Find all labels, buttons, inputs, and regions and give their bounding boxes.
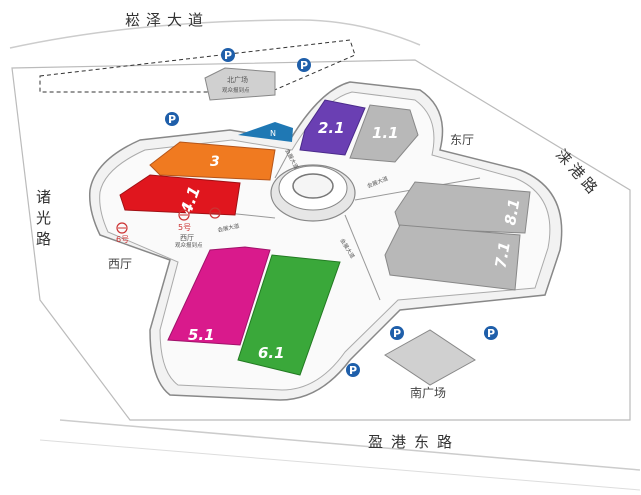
parking-letter: P (224, 49, 232, 62)
site-boundary (11, 59, 631, 421)
hall-5-1-label: 5.1 (188, 326, 215, 344)
parking-icon-3[interactable]: P (165, 112, 179, 126)
hall-8-1[interactable] (394, 181, 531, 234)
parking-icon-2[interactable]: P (297, 58, 311, 72)
west-hall-area-label: 西厅 (108, 257, 132, 271)
north-parking-outline (39, 39, 356, 93)
parking-icon-5[interactable]: P (484, 326, 498, 340)
hall-8-1-label: 8.1 (501, 197, 523, 226)
hall-1-1[interactable] (349, 104, 419, 163)
road-north: 崧泽大道 (125, 11, 209, 29)
metro-icon-3 (209, 207, 221, 219)
south-plaza[interactable]: 南广场 (384, 329, 476, 400)
hall-3-label: 3 (210, 154, 220, 170)
parking-letter: P (393, 327, 401, 340)
parking-icon-4[interactable]: P (390, 326, 404, 340)
hall-7-1-label: 7.1 (491, 240, 513, 269)
road-south: 盈港东路 (368, 433, 460, 451)
metro-5-label: 5号 (178, 223, 191, 232)
hall-1-1-label: 1.1 (372, 124, 399, 142)
roundabout (270, 164, 356, 222)
north-arrow (238, 122, 293, 142)
west-hall-sub: 观众报到点 (175, 241, 203, 249)
hall-6-1[interactable] (237, 254, 341, 376)
south-road-edge (59, 419, 641, 471)
hall-7-1[interactable] (384, 224, 521, 291)
east-hall-area-label: 东厅 (450, 133, 474, 147)
north-plaza-sub: 观众报到点 (222, 86, 250, 94)
north-plaza-title: 北广场 (227, 75, 248, 84)
parking-letter: P (487, 327, 495, 340)
north-arrow-label: N (270, 129, 276, 138)
hall-6-1-label: 6.1 (258, 344, 285, 362)
parking-letter: P (168, 113, 176, 126)
road-west: 诸 光 路 (36, 188, 51, 248)
south-road-edge-2 (39, 439, 641, 491)
south-plaza-title: 南广场 (410, 385, 446, 400)
hall-3[interactable] (149, 141, 276, 181)
west-hall-title: 西厅 (180, 234, 194, 242)
parking-letter: P (349, 364, 357, 377)
hall-2-1[interactable] (299, 99, 366, 156)
north-plaza[interactable]: 北广场 观众报到点 (204, 67, 276, 101)
road-west-char-1: 诸 (36, 188, 51, 206)
metro-6-label: 6号 (116, 235, 129, 244)
hall-2-1-label: 2.1 (318, 119, 345, 137)
north-road-edge (9, 19, 421, 49)
parking-letter: P (300, 59, 308, 72)
road-west-char-3: 路 (36, 230, 51, 248)
hall-4-1[interactable] (119, 174, 241, 216)
road-west-char-2: 光 (36, 209, 51, 227)
parking-icon-1[interactable]: P (221, 48, 235, 62)
hall-5-1[interactable] (167, 246, 271, 346)
parking-icon-6[interactable]: P (346, 363, 360, 377)
metro-5-icon: 5号 (178, 209, 191, 232)
metro-6-icon: 6号 (116, 222, 129, 244)
road-east: 涞港路 (552, 146, 604, 200)
